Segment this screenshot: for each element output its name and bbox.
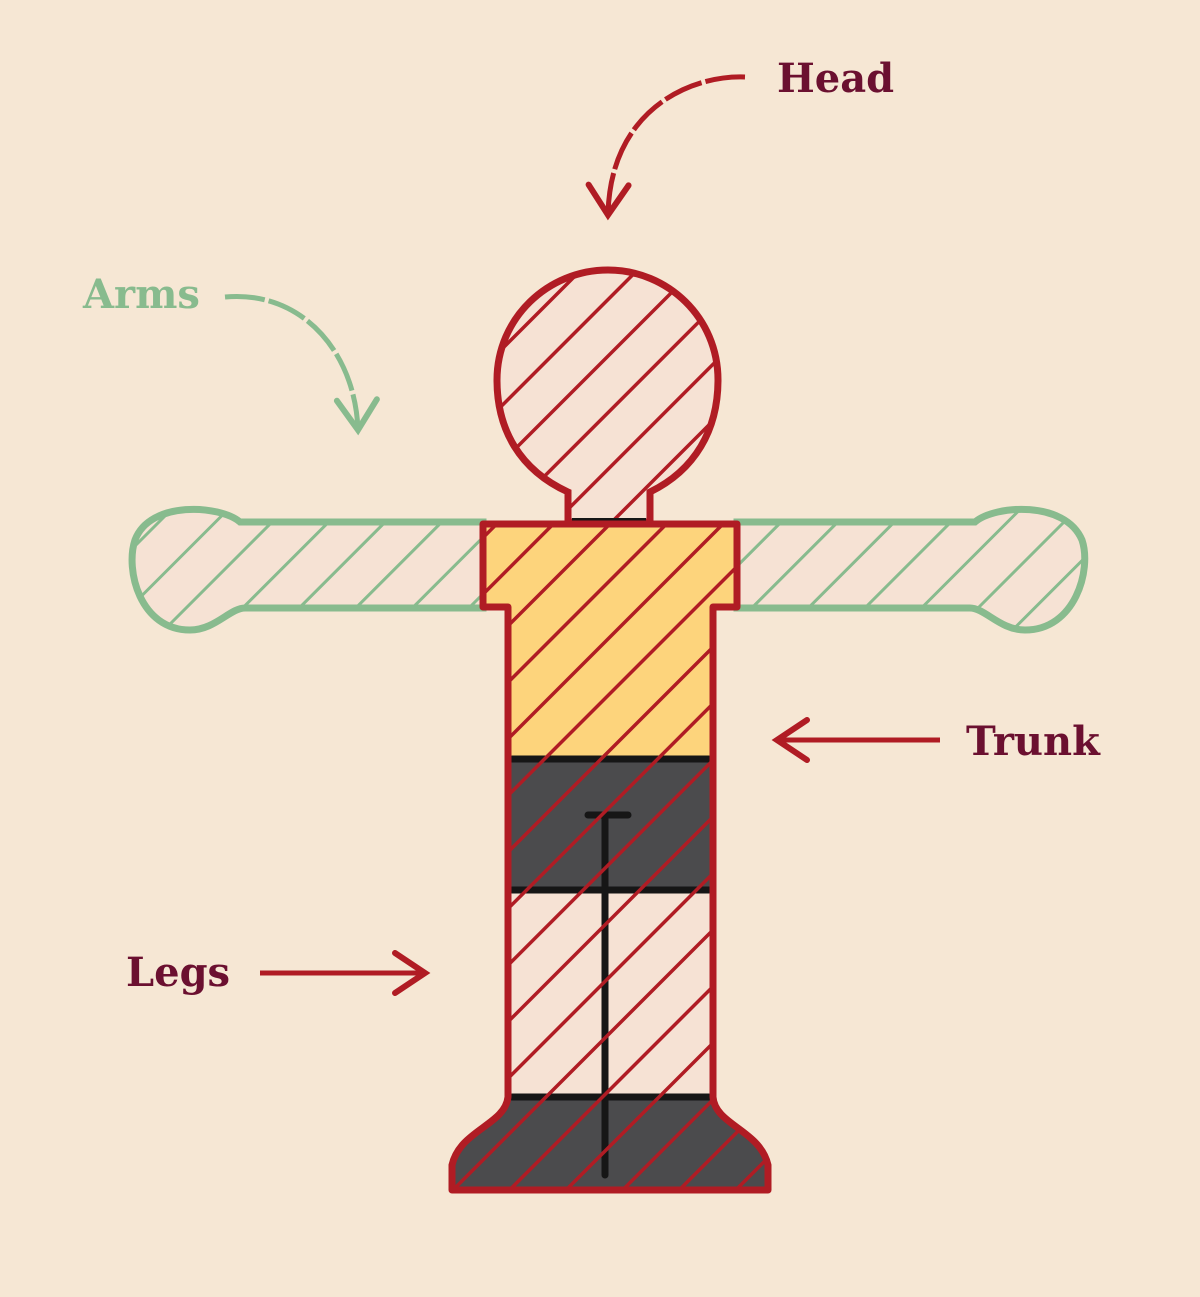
arms-arrow [224, 293, 380, 436]
trunk-label: Trunk [966, 718, 1101, 765]
legs-label: Legs [126, 949, 230, 996]
trunk-shape [448, 520, 772, 1194]
head-label: Head [777, 55, 894, 102]
arms-shape [128, 505, 1089, 634]
head-arrow [585, 74, 746, 221]
arms-label: Arms [82, 271, 200, 318]
head-shape [493, 266, 722, 528]
